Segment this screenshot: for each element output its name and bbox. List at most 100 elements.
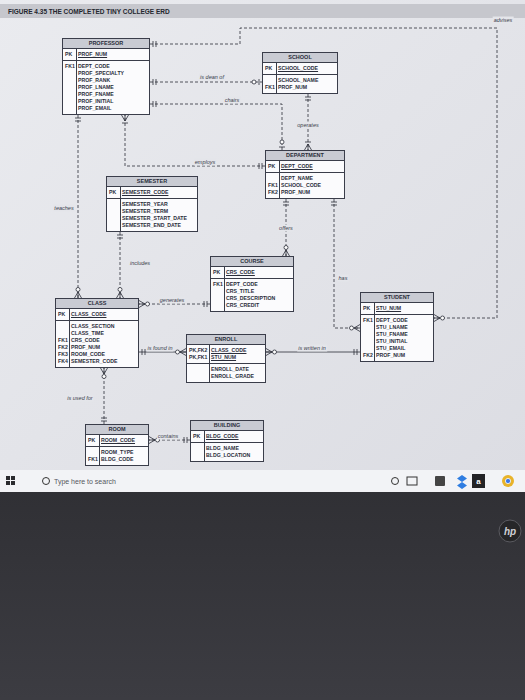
key-divider [279, 161, 280, 172]
key-label [187, 366, 209, 373]
relationship-label: advises [493, 17, 514, 24]
attribute-section: FK1DEPT_CODESTU_LNAMESTU_FNAMESTU_INITIA… [361, 314, 433, 361]
key-label: FK1 [263, 84, 276, 91]
key-label: FK1 [56, 337, 69, 344]
relationship-label: is found in [146, 345, 173, 352]
attribute-name: ROOM_TYPE [99, 449, 134, 456]
key-label: FK2 [361, 352, 374, 359]
relationship-line [104, 368, 105, 424]
key-label [187, 373, 209, 380]
notation-stroke [331, 205, 337, 206]
attribute-name: CRS_CODE [69, 337, 100, 344]
attribute-name: SEMESTER_CODE [69, 358, 117, 365]
key-divider [76, 61, 77, 114]
attribute-row: FK1DEPT_CODE [361, 317, 433, 324]
attribute-row: STU_FNAME [361, 331, 433, 338]
notation-stroke [139, 304, 145, 305]
attribute-name: CRS_DESCRIPTION [224, 295, 275, 302]
attribute-name: CLASS_TIME [69, 330, 104, 337]
attribute-row: STU_EMAIL [361, 345, 433, 352]
crows-foot [117, 235, 123, 238]
entity-name: COURSE [211, 257, 293, 267]
attribute-row: STU_INITIAL [361, 338, 433, 345]
key-label: FK3 [56, 351, 69, 358]
title-band [0, 4, 525, 18]
relationship-line [266, 352, 360, 353]
key-label [191, 452, 204, 459]
key-divider [276, 75, 277, 93]
key-label [63, 77, 76, 84]
attribute-name: PROF_FNAME [76, 91, 114, 98]
attribute-section: CLASS_SECTIONCLASS_TIMEFK1CRS_CODEFK2PRO… [56, 320, 138, 367]
notation-stroke [207, 301, 208, 307]
attribute-row: ROOM_TYPE [86, 449, 148, 456]
notation-stroke [139, 301, 145, 305]
entity-name: DEPARTMENT [266, 151, 344, 161]
notation-stroke [101, 368, 105, 374]
relationship-label: chairs [224, 97, 241, 104]
key-label [361, 345, 374, 352]
crows-foot [75, 288, 82, 299]
attribute-name: ENROLL_DATE [209, 366, 249, 373]
attribute-name: SCHOOL_CODE [279, 182, 321, 189]
logo-badge [499, 520, 521, 542]
key-label: FK1 [86, 456, 99, 463]
key-label: PK [56, 311, 69, 318]
notation-stroke [153, 41, 154, 47]
crows-foot [184, 437, 187, 443]
optional-circle [273, 350, 277, 354]
key-divider [76, 49, 77, 60]
key-label: PK,FK2 [187, 347, 209, 354]
key-label [263, 77, 276, 84]
relationship-line [120, 232, 121, 298]
crows-foot [283, 202, 289, 205]
primary-key-attribute: BLDG_CODE [204, 433, 239, 440]
dropbox-icon [457, 475, 467, 489]
crows-foot [101, 368, 108, 379]
notation-stroke [283, 202, 289, 203]
crows-foot [122, 115, 129, 123]
attribute-section: PKCLASS_CODE [56, 309, 138, 320]
entity-name: ENROLL [187, 335, 265, 345]
attribute-name: SCHOOL_NAME [276, 77, 318, 84]
attribute-row: FK1BLDG_CODE [86, 456, 148, 463]
key-label [63, 105, 76, 112]
key-label [107, 208, 120, 215]
windows-logo [6, 476, 15, 485]
crows-foot [434, 315, 445, 322]
attribute-name: DEPT_CODE [374, 317, 408, 324]
attribute-row: PKSCHOOL_CODE [263, 65, 337, 72]
entity-box: BUILDINGPKBLDG_CODEBLDG_NAMEBLDG_LOCATIO… [190, 420, 264, 462]
notation-stroke [149, 440, 155, 444]
crows-foot [142, 349, 145, 355]
attribute-section: SCHOOL_NAMEFK1PROF_NUM [263, 74, 337, 93]
key-divider [209, 345, 210, 363]
attribute-section: PK,FK2CLASS_CODEPK,FK1STU_NUM [187, 345, 265, 363]
relationship-label: employs [194, 159, 216, 166]
optional-circle [350, 326, 354, 330]
notation-stroke [305, 100, 311, 101]
primary-key-attribute: STU_NUM [374, 305, 401, 312]
key-label [361, 331, 374, 338]
browser-icon [502, 475, 514, 487]
crows-foot [305, 142, 312, 150]
notation-stroke [305, 142, 311, 143]
attribute-name: PROF_NUM [69, 344, 100, 351]
crows-foot [101, 418, 107, 421]
optional-circle [118, 288, 122, 292]
relationship-label: has [338, 275, 349, 282]
key-label: FK4 [56, 358, 69, 365]
key-label [211, 288, 224, 295]
notation-stroke [153, 79, 154, 85]
crows-foot [354, 349, 357, 355]
attribute-name: ROOM_CODE [69, 351, 105, 358]
entity-box: SCHOOL PKSCHOOL_CODE SCHOOL_NAMEFK1PROF_NU… [262, 52, 338, 94]
attribute-section: PKDEPT_CODE [266, 161, 344, 172]
attribute-row: PK,FK2CLASS_CODE [187, 347, 265, 354]
entity-name: SCHOOL [263, 53, 337, 63]
optional-circle [284, 246, 288, 250]
notation-stroke [434, 315, 440, 319]
attribute-name: PROF_LNAME [76, 84, 114, 91]
entity-box: DEPARTMENTPKDEPT_CODEDEPT_NAMEFK1SCHOOL_… [265, 150, 345, 199]
